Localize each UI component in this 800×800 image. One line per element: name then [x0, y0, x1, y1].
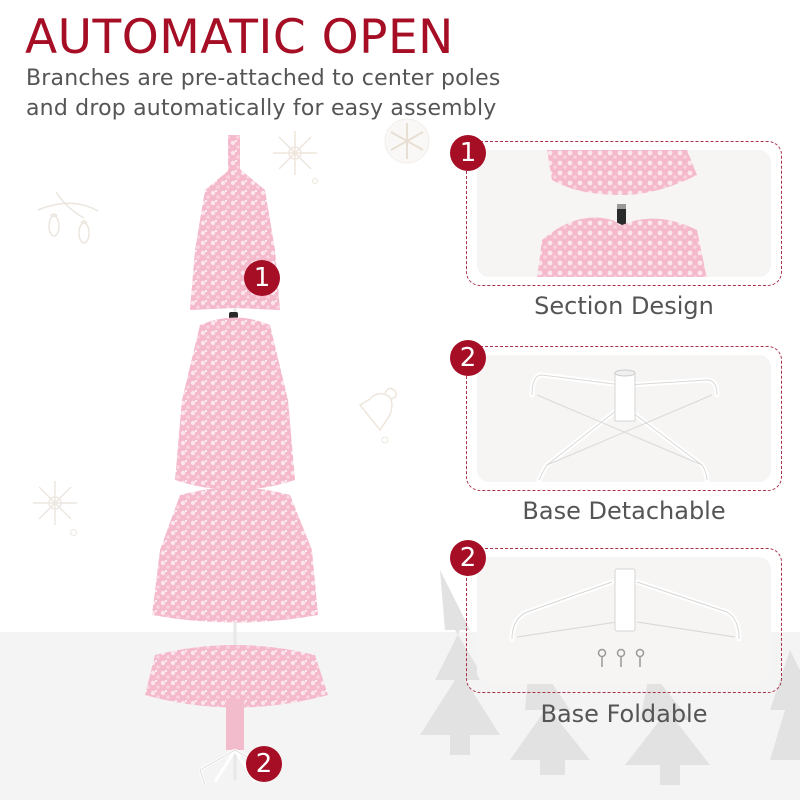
dot-decoration	[312, 178, 318, 184]
callout-badge-1: 1	[244, 260, 280, 296]
string-lights-icon	[37, 191, 99, 244]
page-subtitle: Branches are pre-attached to center pole…	[26, 64, 501, 124]
feature-badge-1: 1	[450, 135, 486, 171]
feature-panel-section-design	[466, 141, 782, 286]
feature-badge-2-foldable: 2	[450, 540, 486, 576]
page-title: AUTOMATIC OPEN	[25, 10, 454, 65]
callout-badge-2: 2	[246, 746, 282, 782]
snowflake-icon	[273, 131, 317, 175]
feature-badge-2-detachable: 2	[450, 340, 486, 376]
dot-decoration	[70, 529, 77, 536]
snowflake-icon	[33, 481, 77, 525]
feature-caption-section-design: Section Design	[534, 292, 714, 320]
pink-tree-illustration	[145, 135, 328, 786]
base-foldable-image	[477, 557, 771, 684]
pink-tree-exploded-view: 1 2	[140, 130, 330, 800]
subtitle-line-1: Branches are pre-attached to center pole…	[26, 66, 501, 91]
subtitle-line-2: and drop automatically for easy assembly	[26, 96, 497, 121]
bell-icon	[358, 387, 398, 444]
base-detachable-image	[477, 355, 771, 482]
feature-caption-base-foldable: Base Foldable	[540, 700, 708, 728]
feature-caption-base-detachable: Base Detachable	[522, 497, 726, 525]
feature-panel-base-detachable	[466, 346, 782, 491]
snowflake-icon	[384, 118, 430, 164]
section-design-image	[477, 150, 771, 277]
feature-panel-base-foldable	[466, 548, 782, 693]
